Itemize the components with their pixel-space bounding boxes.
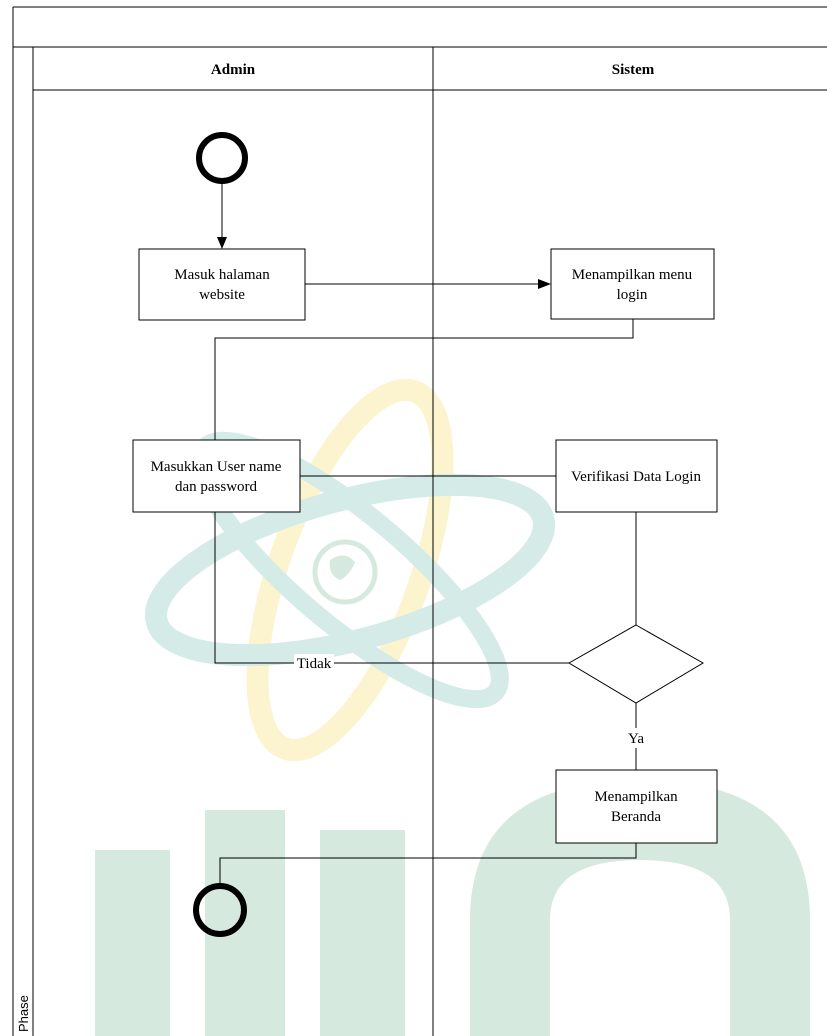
edge-tidak-loop [214, 512, 569, 664]
swimlane-frame [12, 6, 827, 1036]
watermark-globe [312, 539, 378, 605]
activity-label-line: Masukkan User name [151, 459, 282, 475]
watermark-block [95, 850, 170, 1036]
edge-label-tidak: Tidak [297, 656, 332, 672]
activity-menampilkan-beranda: Menampilkan Beranda [555, 769, 718, 844]
activity-label-line: Verifikasi Data Login [571, 469, 701, 485]
edges [214, 181, 637, 886]
activity-masuk-halaman: Masuk halaman website [138, 248, 306, 321]
edge-label-bg [294, 654, 334, 672]
activity-label-line: login [617, 287, 648, 303]
edge-login-to-masukkan [214, 319, 634, 440]
watermark-globe-land [329, 555, 355, 580]
watermark-block [320, 830, 405, 1036]
end-node [193, 883, 247, 937]
lane-title-admin: Admin [211, 62, 256, 78]
activity-menampilkan-login: Menampilkan menu login [550, 248, 715, 320]
activity-masukkan-user: Masukkan User name dan password [132, 439, 301, 513]
activity-label-line: dan password [175, 479, 258, 495]
watermark-block [205, 810, 285, 1036]
edge-label-ya: Ya [628, 731, 644, 747]
arrowhead-to-masuk [217, 237, 227, 249]
watermark-arch [470, 780, 810, 1036]
lane-title-sistem: Sistem [612, 62, 655, 78]
activity-label-line: Beranda [611, 809, 661, 825]
activity-verifikasi: Verifikasi Data Login [555, 439, 718, 513]
edge-beranda-to-end [219, 843, 637, 886]
activity-label-line: Menampilkan menu [572, 267, 693, 283]
phase-label: Phase [16, 995, 31, 1032]
activity-label-line: Menampilkan [594, 789, 678, 805]
arrowhead-to-login [538, 279, 551, 289]
start-node [196, 132, 248, 184]
activity-label-line: website [199, 287, 245, 303]
watermark-orbit-yellow [246, 378, 454, 762]
decision-node [568, 624, 704, 704]
activity-label-line: Masuk halaman [174, 267, 270, 283]
watermark-orbit-teal [144, 473, 556, 667]
